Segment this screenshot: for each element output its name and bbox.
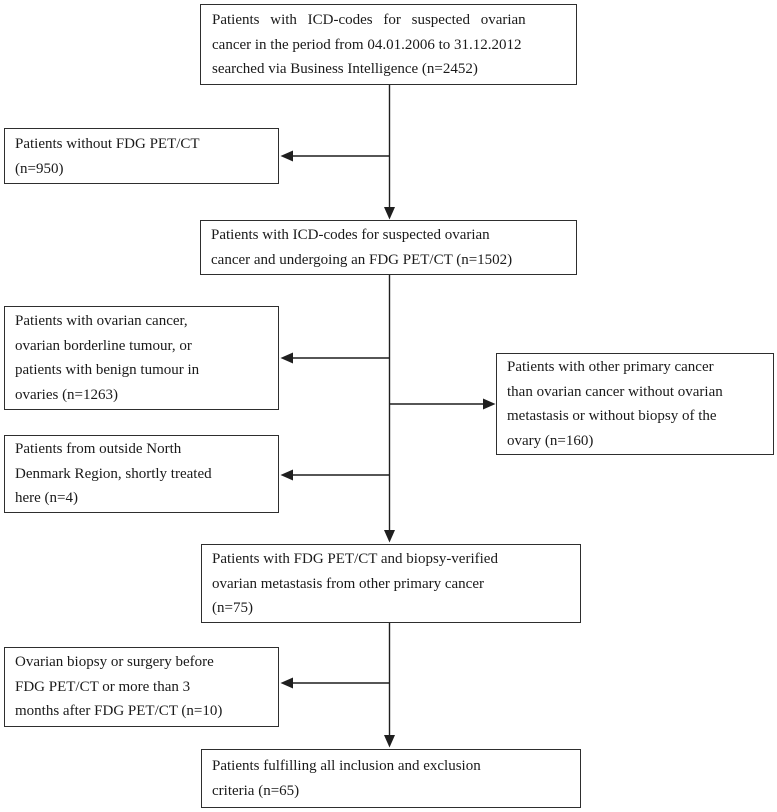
flow-box-excluded-biopsy-timing: Ovarian biopsy or surgery before FDG PET… (4, 647, 279, 727)
flow-box-final-cohort: Patients fulfilling all inclusion and ex… (201, 749, 581, 808)
arrowhead-left-no-petct-icon (280, 150, 293, 162)
arrowhead-down-final-icon (384, 735, 395, 748)
flow-box-excluded-outside-region: Patients from outside North Denmark Regi… (4, 435, 279, 513)
arrowhead-left-ovarian-primary-icon (280, 352, 293, 364)
flow-box-excluded-ovarian-primary: Patients with ovarian cancer, ovarian bo… (4, 306, 279, 410)
flow-box-petct-cohort: Patients with ICD-codes for suspected ov… (200, 220, 577, 275)
arrowhead-right-other-primary-icon (483, 398, 496, 410)
flow-box-excluded-other-primary: Patients with other primary cancer than … (496, 353, 774, 455)
arrowhead-down-petct-icon (384, 207, 395, 220)
arrowhead-left-outside-region-icon (280, 469, 293, 481)
flow-box-initial-cohort: Patients with ICD-codes for suspected ov… (200, 4, 577, 85)
flow-box-excluded-no-petct: Patients without FDG PET/CT (n=950) (4, 128, 279, 184)
flow-box-biopsy-verified-cohort: Patients with FDG PET/CT and biopsy-veri… (201, 544, 581, 623)
arrowhead-down-biopsy-verified-icon (384, 530, 395, 543)
arrowhead-left-biopsy-timing-icon (280, 677, 293, 689)
